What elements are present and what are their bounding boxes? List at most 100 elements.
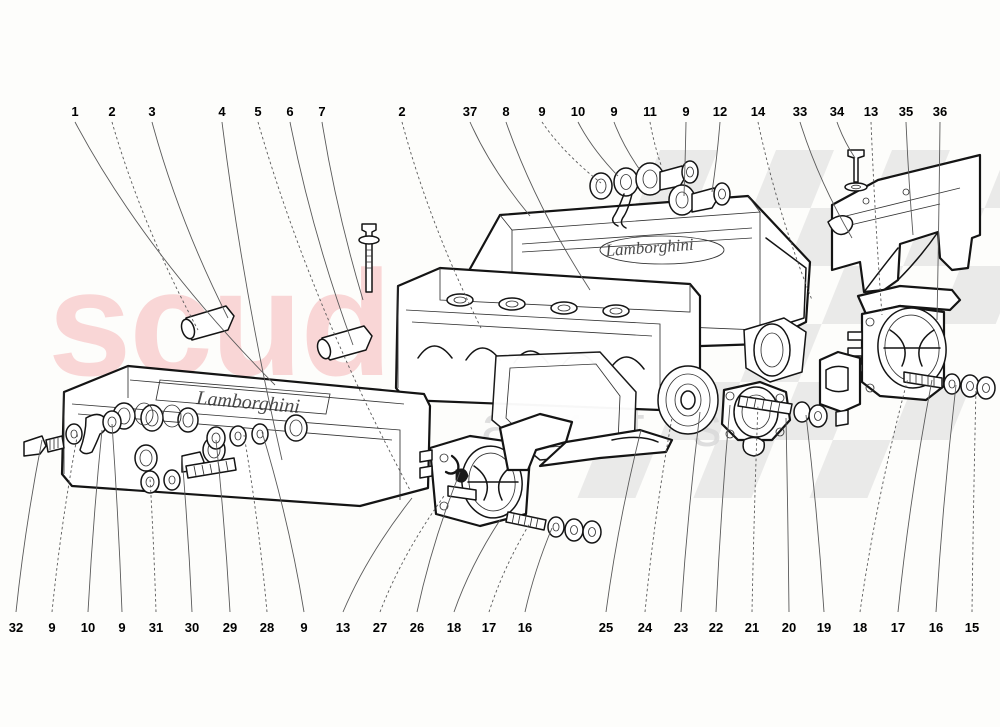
callout-number: 8 [502,104,510,119]
callout-number: 9 [682,104,690,119]
callout-leader-line [757,121,813,301]
callout-leader-line [805,414,825,613]
callout-number: 4 [218,104,226,119]
part-airbox-cover [827,153,982,294]
callout-leader-line [257,121,411,491]
callout-number: 10 [570,104,586,119]
callout-number: 33 [792,104,808,119]
callout-leader-line [488,522,531,613]
callout-number: 36 [932,104,948,119]
part-throttle-body [847,284,962,402]
part-cam-cover-right [394,266,702,412]
callout-number: 34 [829,104,845,119]
callout-leader-line [261,431,305,613]
callout-leader-line [111,121,199,331]
callout-number: 11 [643,104,657,119]
leader-lines-top [74,121,941,491]
callout-number: 17 [890,620,906,635]
callout-leader-line [87,429,103,613]
callout-leader-line [715,404,731,613]
callout-number: 15 [964,620,980,635]
callout-number: 7 [318,104,326,119]
callout-number: 19 [816,620,832,635]
part-screw-34 [844,149,868,192]
callout-number: 9 [538,104,546,119]
callout-number: 20 [781,620,797,635]
part-plug-cylinders [180,305,373,361]
callout-leader-line [683,121,687,197]
callout-number: 25 [598,620,614,635]
callout-number: 27 [372,620,388,635]
callout-leader-line [321,121,364,301]
callout-leader-line [215,439,231,613]
callout-number: 21 [744,620,760,635]
callout-leader-line [453,519,501,613]
part-fittings-top [589,160,731,229]
callout-leader-line [644,417,673,613]
part-hardware-left [23,402,269,494]
callout-leader-line [416,471,461,613]
callout-number: 18 [852,620,868,635]
callout-number: 28 [259,620,275,635]
callout-number: 18 [446,620,462,635]
callout-number: 5 [254,104,262,119]
callout-leader-line [342,497,413,613]
callout-number: 9 [118,620,126,635]
callout-leader-line [971,387,977,613]
callout-leader-line [181,456,193,613]
callout-leader-line [711,121,721,193]
callout-leader-line [905,121,914,236]
callout-leader-line [751,403,759,613]
callout-number: 37 [462,104,478,119]
callout-number: 12 [712,104,728,119]
part-bolt-set-center [505,511,602,544]
callout-leader-line [524,527,553,613]
callout-leader-line [469,121,531,217]
callout-leader-line [799,121,853,239]
callout-leader-line [577,121,619,177]
callout-leader-line [897,379,933,613]
callout-number: 24 [637,620,653,635]
callout-number: 30 [184,620,200,635]
callout-leader-line [221,121,283,461]
part-pulley-housing [657,365,828,457]
callout-number: 2 [398,104,406,119]
callout-leader-line [859,377,909,613]
callout-number: 16 [928,620,944,635]
callout-leader-line [505,121,591,291]
callout-number: 2 [108,104,116,119]
callout-number: 31 [148,620,164,635]
callout-leader-line [111,423,123,613]
callout-number: 17 [481,620,497,635]
callout-number: 1 [71,104,79,119]
callout-leader-line [870,121,883,316]
callout-number: 14 [750,104,766,119]
callout-number: 26 [409,620,425,635]
callout-leader-line [785,417,790,613]
callout-number: 13 [863,104,879,119]
callout-number: 9 [610,104,618,119]
callout-leader-line [836,121,856,159]
callout-number: 32 [8,620,24,635]
callout-number: 10 [80,620,96,635]
callout-number: 23 [673,620,689,635]
callout-leader-line [613,121,641,171]
callout-number: 22 [708,620,724,635]
callout-leader-line [289,121,354,346]
callout-leader-line [401,121,483,331]
callout-leader-line [74,121,276,386]
callout-number: 3 [148,104,156,119]
part-stud-7 [358,223,380,293]
part-bracket-33 [818,350,862,427]
callout-leader-line [51,431,79,613]
callout-leader-line [541,121,602,184]
callout-leader-line [649,121,662,166]
callout-number: 9 [48,620,56,635]
callout-leader-line [935,384,957,613]
callout-number: 9 [300,620,308,635]
callout-leader-line [15,439,43,613]
leader-lines-bottom [15,377,977,613]
callout-leader-line [149,477,157,613]
